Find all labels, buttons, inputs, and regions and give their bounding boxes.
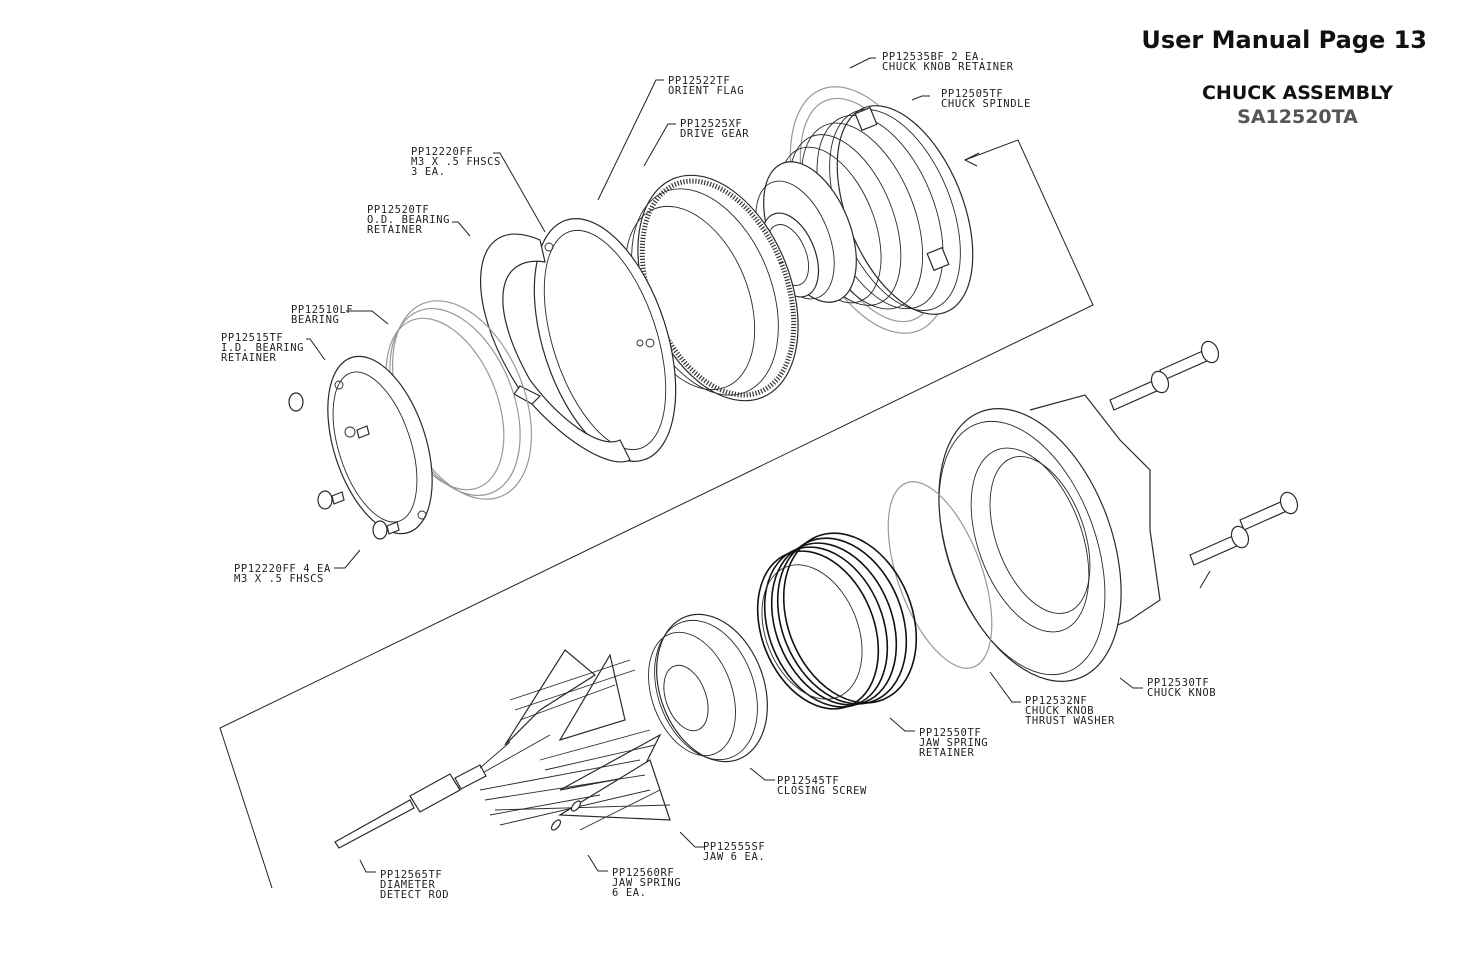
assembly-number: SA12520TA [1237,106,1358,128]
cap-screws [1109,340,1299,566]
od-bearing-retainer-part [480,233,631,463]
leader-lines [306,57,1143,873]
page-title: User Manual Page 13 [1141,26,1427,54]
closing-screw-part [648,613,768,763]
chuck-knob-part [938,394,1161,682]
chuck-spindle-part [755,86,974,334]
callout-chuck-knob-retainer: PP12535BF 2 EA.CHUCK KNOB RETAINER [882,51,1014,73]
id-bearing-retainer-part [327,355,433,535]
divider-arrow [963,152,980,167]
assembly-divider-line [219,139,1094,889]
fhscs-screws-lower [288,392,400,540]
orient-flag-part [533,218,677,462]
jaws-and-springs [469,649,671,831]
thrust-washer-part [887,481,993,669]
drive-gear-part [624,174,799,402]
jaw-spring-retainer-part [756,532,918,710]
assembly-title: CHUCK ASSEMBLY [1201,82,1394,104]
knob-arrow-mark [1199,570,1211,589]
diameter-detect-rod-part [334,741,511,849]
